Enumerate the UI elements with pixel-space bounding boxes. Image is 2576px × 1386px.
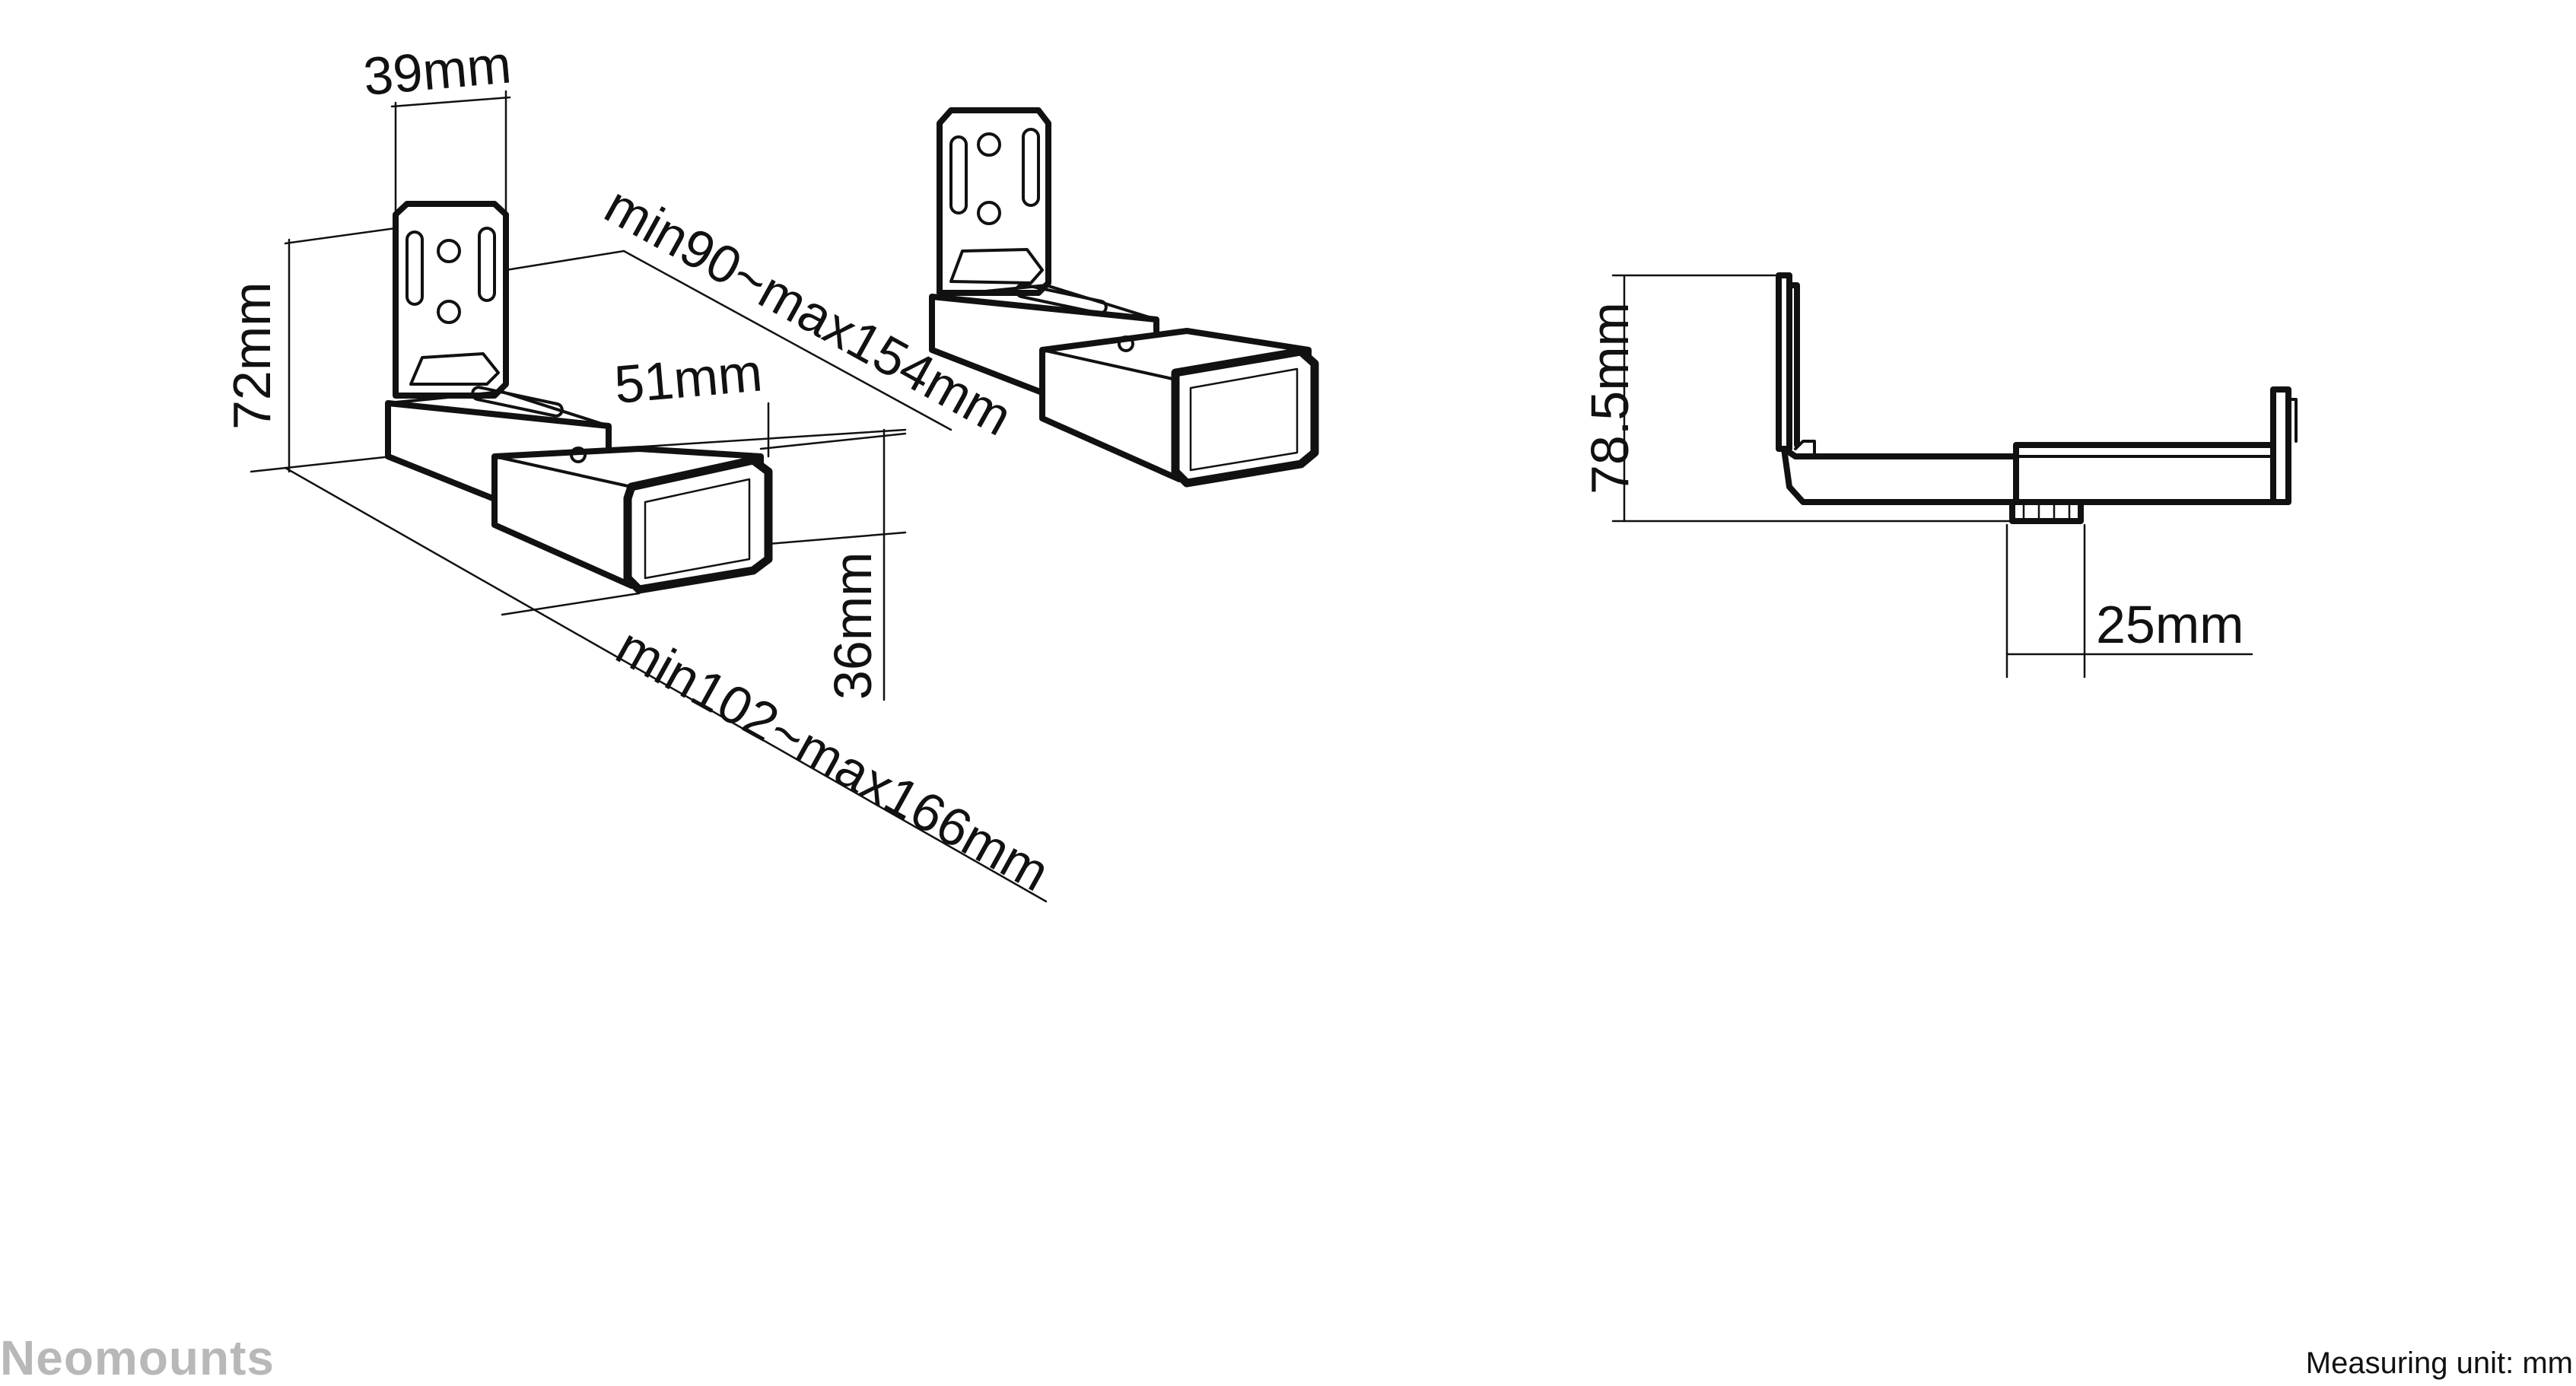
dim-side-height: 78.5mm: [1580, 302, 1639, 494]
dim-height: 72mm: [222, 282, 281, 430]
measuring-unit-note: Measuring unit: mm: [2305, 1346, 2573, 1380]
dim-side-depth: 25mm: [2096, 595, 2244, 654]
dim-end-cap-length: 51mm: [612, 342, 765, 415]
bracket-front-view: [385, 201, 773, 594]
brand-logo: Neomounts: [0, 1330, 275, 1385]
bracket-side-view: [1776, 272, 2298, 524]
dimension-lines: [250, 90, 2253, 903]
dim-base-height: 36mm: [823, 552, 883, 700]
dim-top-width: 39mm: [361, 34, 514, 106]
bracket-front-view-2: [929, 107, 1319, 488]
